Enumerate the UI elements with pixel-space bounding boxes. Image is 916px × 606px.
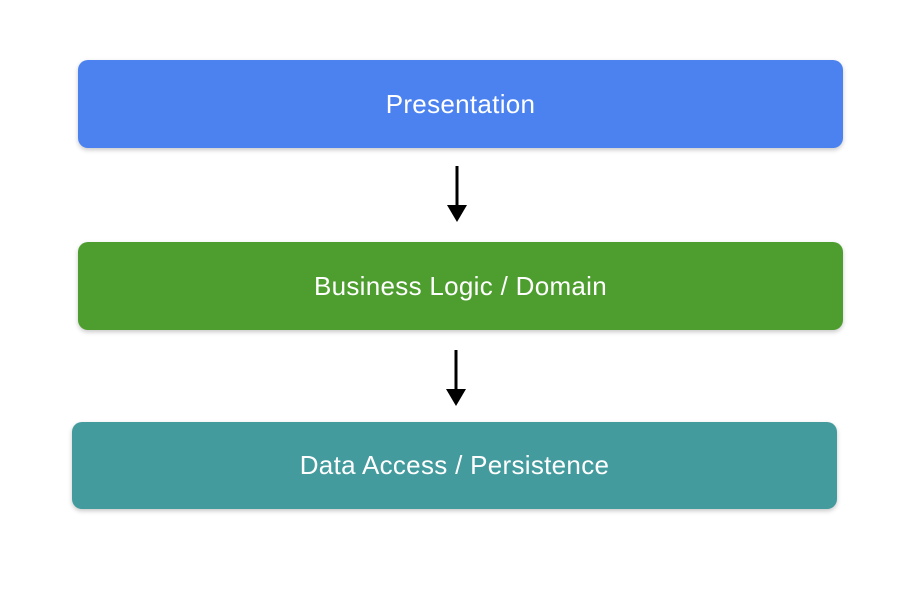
layer-label-business-logic: Business Logic / Domain [313, 270, 608, 301]
layer-label-presentation: Presentation [385, 88, 536, 119]
connector-presentation-to-business [445, 165, 469, 223]
arrow-down-icon [445, 165, 469, 223]
layer-node-business-logic: Business Logic / Domain [78, 242, 843, 330]
layer-label-data-access: Data Access / Persistence [299, 450, 610, 480]
layer-node-presentation: Presentation [78, 60, 843, 148]
connector-business-to-data [444, 349, 468, 407]
arrow-down-icon [444, 349, 468, 407]
layer-node-data-access: Data Access / Persistence [72, 422, 837, 509]
